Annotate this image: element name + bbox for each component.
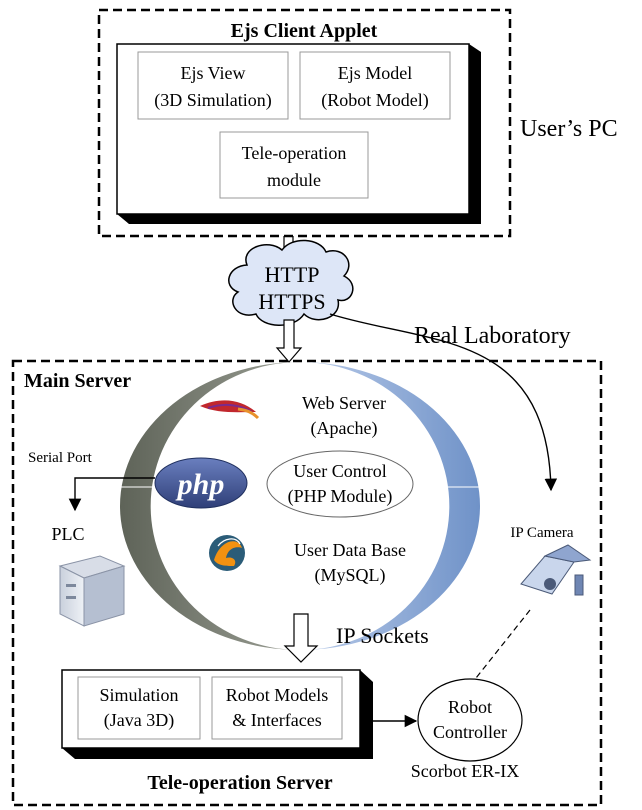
ejs-view-label-line2: (3D Simulation): [154, 90, 272, 111]
teleop-server-box-depth: [62, 670, 373, 759]
web-server-label-line1: Web Server: [302, 393, 386, 413]
ejs-model-label-line1: Ejs Model: [338, 63, 413, 83]
robot-models-label-line2: & Interfaces: [232, 710, 321, 730]
client-title: Ejs Client Applet: [231, 20, 378, 42]
ejs-model-label-line2: (Robot Model): [321, 90, 429, 111]
robot-controller-label-line2: Controller: [433, 722, 507, 742]
client-dashed-border: [97, 8, 512, 238]
serial-port-label: Serial Port: [28, 450, 93, 466]
teleop-module-label-line2: module: [267, 170, 321, 190]
ejs-model-box: [299, 51, 451, 120]
cloud-to-server-arrow: [275, 319, 303, 363]
robot-controller-label-line1: Robot: [448, 697, 492, 717]
php-logo-icon: [154, 457, 248, 509]
robot-models-label-line1: Robot Models: [226, 685, 329, 705]
simulation-label-line1: Simulation: [99, 685, 178, 705]
plc-label: PLC: [51, 524, 84, 544]
ip-camera-icon: [520, 544, 592, 596]
user-database-label-line1: User Data Base: [294, 540, 406, 560]
user-control-label-line1: User Control: [293, 461, 387, 481]
client-region: Ejs Client Applet Ejs View (3D Simulatio…: [97, 8, 618, 238]
main-server-region: Main Server Web Server (Apache) php User…: [11, 359, 603, 807]
plc-cabinet-icon: [58, 555, 126, 627]
network-region: HTTP HTTPS Real Laboratory: [228, 236, 571, 492]
teleop-module-label-line1: Tele-operation: [242, 143, 347, 163]
cloud-to-camera-arrow: [329, 313, 558, 492]
server-crescent-left: [120, 362, 300, 650]
server-crescent-right: [300, 362, 480, 650]
mysql-dolphin-icon: [209, 535, 245, 571]
http-cloud-icon: [228, 239, 354, 326]
robot-models-box: [211, 676, 343, 740]
main-server-title: Main Server: [24, 370, 131, 392]
php-logo-text: php: [175, 468, 225, 501]
real-laboratory-label: Real Laboratory: [414, 323, 571, 349]
users-pc-label: User’s PC: [520, 116, 618, 142]
teleop-server-title: Tele-operation Server: [147, 772, 332, 794]
web-server-label-line2: (Apache): [311, 418, 378, 439]
simulation-box: [77, 676, 201, 740]
main-server-dashed-border: [11, 359, 603, 807]
user-control-ellipse: [266, 450, 414, 518]
ip-camera-label: IP Camera: [510, 525, 574, 541]
scorbot-label: Scorbot ER-IX: [411, 761, 519, 781]
ip-sockets-label: IP Sockets: [336, 623, 429, 648]
ejs-view-box: [137, 51, 289, 120]
user-database-label-line2: (MySQL): [315, 565, 386, 586]
serial-port-connector: [68, 477, 155, 512]
ip-sockets-arrow: [283, 613, 319, 663]
teleop-module-box: [219, 131, 369, 199]
cloud-label-line2: HTTPS: [258, 289, 325, 314]
camera-to-controller-link: [475, 609, 531, 679]
cloud-label-line1: HTTP: [265, 262, 320, 287]
ejs-view-label-line1: Ejs View: [180, 63, 245, 83]
robot-controller-ellipse: [417, 678, 523, 762]
apache-feather-icon: [200, 400, 260, 420]
simulation-label-line2: (Java 3D): [104, 710, 174, 731]
user-control-label-line2: (PHP Module): [288, 486, 393, 507]
